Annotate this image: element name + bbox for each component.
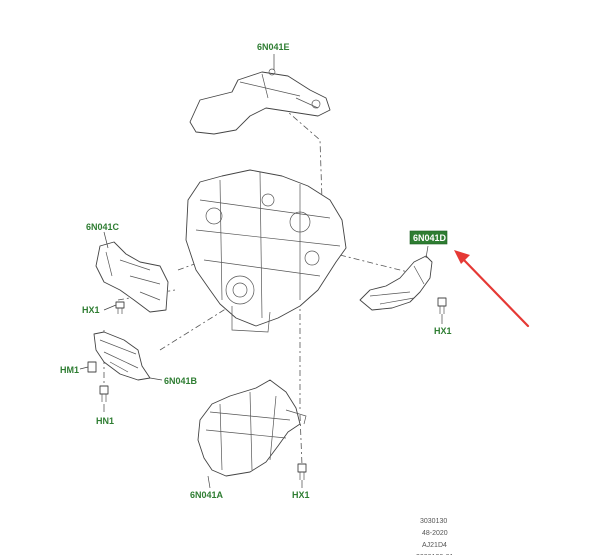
reference-line-1: 3030130 (420, 518, 447, 525)
callout-6n041d-highlight[interactable]: 6N041D (409, 230, 448, 245)
heat-shield-6n041d[interactable] (359, 255, 433, 311)
screw-hx1-bottom[interactable] (297, 463, 307, 480)
callout-6n041a[interactable]: 6N041A (190, 490, 224, 500)
callout-6n041b[interactable]: 6N041B (164, 376, 198, 386)
callout-hx1-bottom[interactable]: HX1 (292, 490, 310, 500)
callout-6n041d[interactable]: 6N041D (413, 233, 447, 243)
screw-hx1-left[interactable] (115, 301, 125, 314)
engine-assembly (185, 169, 347, 333)
reference-line-2: 48-2020 (422, 530, 448, 537)
nut-hm1[interactable] (87, 361, 97, 373)
heat-shield-6n041a[interactable] (197, 379, 307, 477)
red-arrow-icon (454, 250, 530, 328)
callout-hx1-right[interactable]: HX1 (434, 326, 452, 336)
callout-hm1[interactable]: HM1 (60, 365, 79, 375)
bracket-6n041b[interactable] (93, 331, 151, 381)
callout-6n041c[interactable]: 6N041C (86, 222, 120, 232)
nut-hn1[interactable] (99, 385, 109, 402)
callout-hx1-left[interactable]: HX1 (82, 305, 100, 315)
callout-hn1[interactable]: HN1 (96, 416, 114, 426)
heat-shield-6n041e[interactable] (189, 68, 331, 135)
bracket-6n041c[interactable] (95, 241, 169, 313)
reference-line-3: AJ21D4 (422, 542, 447, 549)
callout-6n041e[interactable]: 6N041E (257, 42, 290, 52)
screw-hx1-right[interactable] (437, 297, 447, 314)
